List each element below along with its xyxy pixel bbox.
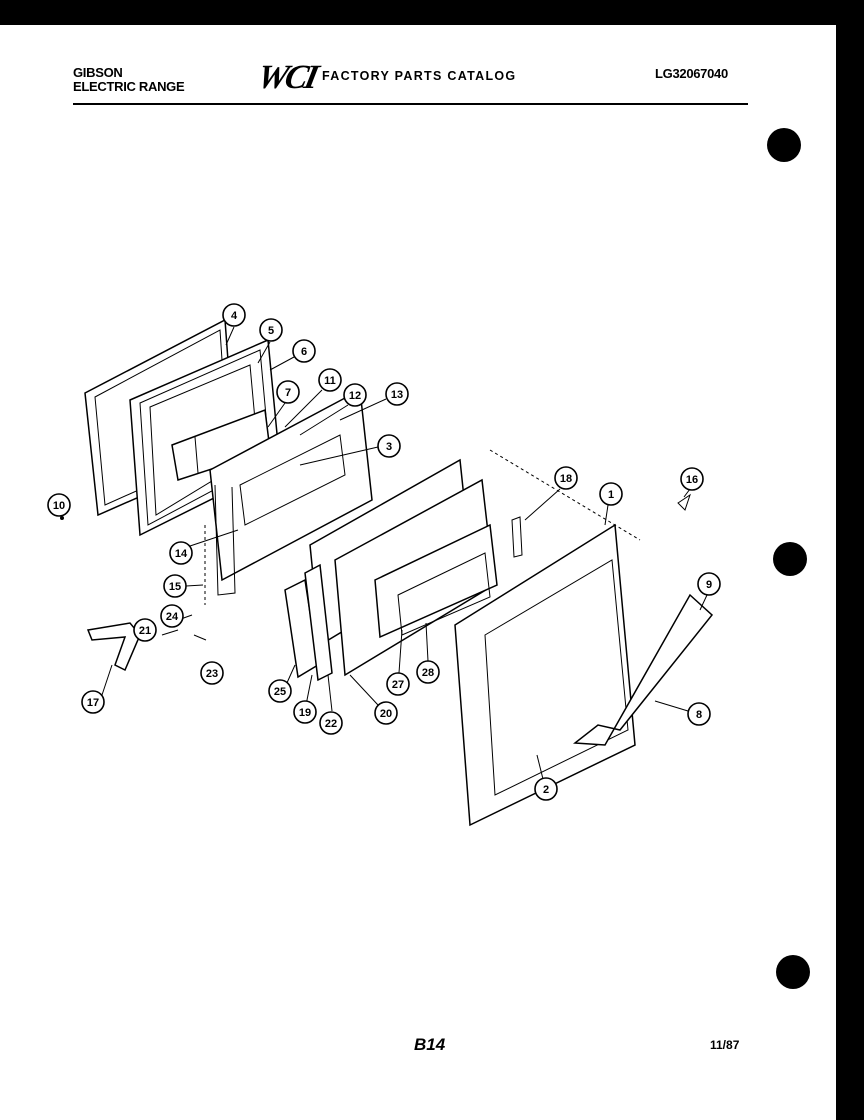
callout-5: 5: [257, 318, 283, 364]
svg-text:13: 13: [391, 389, 403, 401]
catalog-title: FACTORY PARTS CATALOG: [322, 69, 517, 83]
svg-text:14: 14: [175, 548, 188, 560]
callout-18: 18: [524, 466, 578, 521]
catalog-date: 11/87: [710, 1038, 740, 1052]
punch-hole-bottom: [776, 955, 810, 989]
callout-4: 4: [222, 303, 246, 346]
model-number: LG32067040: [655, 66, 728, 81]
svg-text:9: 9: [706, 579, 712, 591]
punch-hole-top: [767, 128, 801, 162]
callout-9: 9: [697, 572, 721, 611]
punch-hole-middle: [773, 542, 807, 576]
catalog-page: GIBSON ELECTRIC RANGE WCI FACTORY PARTS …: [0, 25, 836, 1120]
brand-name: GIBSON: [73, 65, 123, 80]
svg-text:25: 25: [274, 686, 286, 698]
svg-text:7: 7: [285, 387, 291, 399]
part-3-inner-door: [209, 388, 373, 582]
callout-28: 28: [416, 622, 440, 684]
callout-15: 15: [163, 574, 204, 598]
header-brand-block: GIBSON ELECTRIC RANGE: [73, 65, 185, 94]
callout-20: 20: [349, 674, 398, 725]
svg-text:12: 12: [349, 390, 361, 402]
svg-text:11: 11: [324, 375, 336, 387]
svg-text:22: 22: [325, 718, 337, 730]
svg-text:5: 5: [268, 325, 274, 337]
svg-text:2: 2: [543, 784, 549, 796]
callout-24: 24: [160, 604, 184, 628]
callout-27: 27: [386, 629, 410, 696]
svg-text:20: 20: [380, 708, 392, 720]
part-19-22-strip: [304, 563, 333, 682]
callout-10: 10: [47, 493, 71, 517]
callout-12: 12: [299, 383, 367, 436]
callouts-layer: 4 5 6 7 11 12 13 3 10 14 15 21 24 23 17 …: [47, 303, 721, 801]
svg-text:28: 28: [422, 667, 434, 679]
part-27-28-window: [374, 523, 498, 639]
svg-text:24: 24: [166, 611, 179, 623]
part-18-clip: [511, 516, 523, 558]
svg-text:19: 19: [299, 707, 311, 719]
callout-6: 6: [269, 339, 316, 371]
callout-11: 11: [284, 368, 342, 428]
callout-1: 1: [599, 482, 623, 526]
callout-16: 16: [680, 467, 704, 498]
page-number: B14: [414, 1035, 446, 1054]
part-8-handle: [572, 593, 714, 746]
callout-3: 3: [299, 434, 401, 466]
svg-text:1: 1: [608, 489, 614, 501]
part-14-bracket: [214, 484, 236, 596]
exploded-oven-door-diagram: 4 5 6 7 11 12 13 3 10 14 15 21 24 23 17 …: [47, 303, 721, 827]
svg-text:27: 27: [392, 679, 404, 691]
svg-text:15: 15: [169, 581, 181, 593]
svg-text:3: 3: [386, 441, 392, 453]
callout-7: 7: [267, 380, 300, 428]
callout-14: 14: [169, 529, 239, 565]
callout-25: 25: [268, 664, 296, 703]
part-10-screw: [60, 516, 64, 520]
svg-text:18: 18: [560, 473, 572, 485]
svg-text:17: 17: [87, 697, 99, 709]
callout-23: 23: [200, 661, 224, 685]
svg-text:21: 21: [139, 625, 151, 637]
svg-text:8: 8: [696, 709, 702, 721]
svg-text:10: 10: [53, 500, 65, 512]
callout-19: 19: [293, 674, 317, 724]
callout-2: 2: [534, 754, 558, 801]
part-17-hinge-arm: [86, 622, 141, 672]
header-rule: [73, 103, 748, 105]
part-23-screw: [193, 634, 207, 641]
svg-text:16: 16: [686, 474, 698, 486]
product-name: ELECTRIC RANGE: [73, 79, 185, 94]
callout-17: 17: [81, 664, 113, 714]
svg-text:23: 23: [206, 668, 218, 680]
svg-text:4: 4: [231, 310, 238, 322]
callout-21: 21: [133, 618, 157, 642]
part-1-2-outer-frame: [454, 523, 636, 827]
callout-22: 22: [319, 674, 343, 735]
part-16-hinge-pin: [677, 493, 691, 511]
part-21-screw: [161, 629, 179, 636]
svg-text:6: 6: [301, 346, 307, 358]
callout-13: 13: [339, 382, 409, 421]
callout-8: 8: [654, 700, 711, 726]
